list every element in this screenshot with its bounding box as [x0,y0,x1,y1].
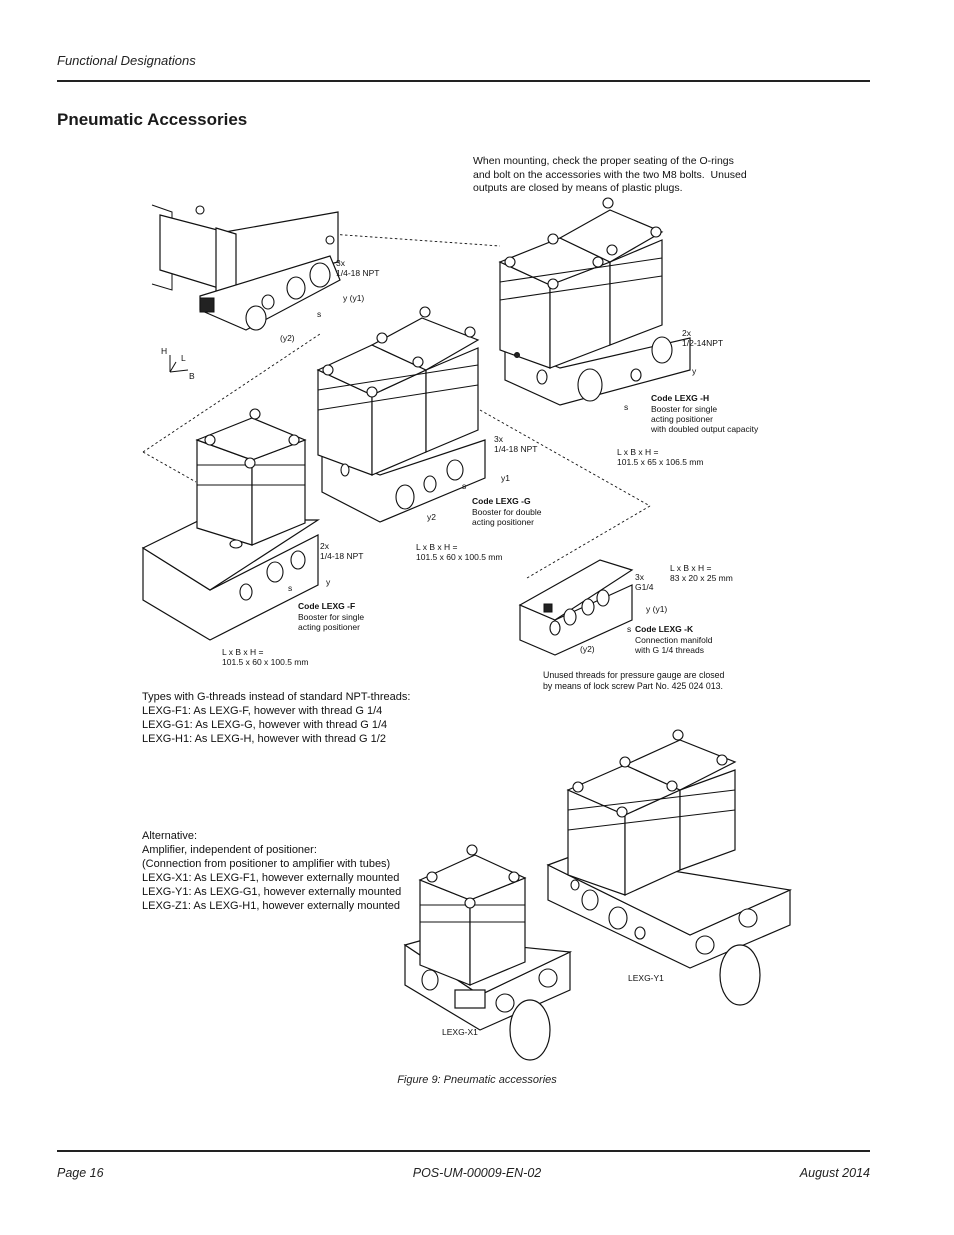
lexg-x1-label: LEXG-X1 [442,1027,478,1037]
alternative-note: Alternative: Amplifier, independent of p… [142,830,402,912]
lexg-h-y-label: y [692,366,697,376]
lexg-k-dimensions: L x B x H = 83 x 20 x 25 mm [670,563,733,583]
lexg-k-description: Connection manifold with G 1/4 threads [635,635,713,655]
figure-caption: Figure 9: Pneumatic accessories [397,1074,557,1086]
lexg-y1-external [546,729,793,1006]
lexg-h-description: Booster for single acting positioner wit… [651,404,759,434]
positioner-s-label: s [317,309,322,319]
lexg-f-code: Code LEXG -F [298,601,356,611]
lexg-k-manifold [518,559,634,656]
lexg-k-s-label: s [627,624,632,634]
positioner-ports-label: 3x 1/4-18 NPT [336,258,380,278]
lexg-g-code: Code LEXG -G [472,496,531,506]
lexg-f-ports-label: 2x 1/4-18 NPT [320,541,364,561]
footer-rule [57,1150,870,1152]
lexg-k-y-label: y (y1) [646,604,668,614]
axis-h-label: H [161,346,168,356]
dashed-guide-left [142,333,321,453]
lexg-x1-external [403,844,573,1061]
lexg-k-y2-label: (y2) [580,644,595,654]
section-header: Functional Designations [57,53,196,68]
lexg-g-ports-label: 3x 1/4-18 NPT [494,434,538,454]
lexg-g-y2-label: y2 [427,512,436,522]
lexg-k-ports-label: 3x G1/4 [635,572,654,592]
axis-l-label: L [181,353,186,363]
positioner-y-label: y (y1) [343,293,365,303]
axis-indicator [169,355,189,373]
lexg-g-booster [316,306,486,523]
lexg-f-dimensions: L x B x H = 101.5 x 60 x 100.5 mm [222,647,309,667]
lexg-k-code: Code LEXG -K [635,624,694,634]
lexg-g-description: Booster for double acting positioner [472,507,542,527]
dashed-guide-top [329,233,501,247]
footer-date: August 2014 [799,1166,870,1180]
header-rule [57,80,870,82]
lexg-g-s-label: s [462,481,467,491]
dashed-guide-right-low [526,505,651,579]
g-threads-note: Types with G-threads instead of standard… [142,691,411,745]
lexg-h-ports-label: 2x 1/2-14NPT [682,328,724,348]
footer-page-number: Page 16 [57,1166,104,1180]
lexg-y1-label: LEXG-Y1 [628,973,664,983]
mounting-note: When mounting, check the proper seating … [473,155,747,194]
footer-document-id: POS-UM-00009-EN-02 [412,1166,542,1180]
page-title: Pneumatic Accessories [57,110,248,129]
lexg-h-dimensions: L x B x H = 101.5 x 65 x 106.5 mm [617,447,704,467]
lexg-h-s-label: s [624,402,629,412]
positioner-housing [151,204,341,331]
dashed-guide-left-low [142,451,197,483]
unused-threads-note: Unused threads for pressure gauge are cl… [543,670,725,691]
lexg-h-code: Code LEXG -H [651,393,710,403]
lexg-g-dimensions: L x B x H = 101.5 x 60 x 100.5 mm [416,542,503,562]
lexg-g-y1-label: y1 [501,473,510,483]
positioner-y2-label: (y2) [280,333,295,343]
lexg-h-booster [498,197,691,406]
axis-b-label: B [189,371,195,381]
lexg-f-description: Booster for single acting positioner [298,612,365,632]
lexg-f-y-label: y [326,577,331,587]
lexg-f-s-label: s [288,583,293,593]
lexg-f-booster [141,408,321,641]
